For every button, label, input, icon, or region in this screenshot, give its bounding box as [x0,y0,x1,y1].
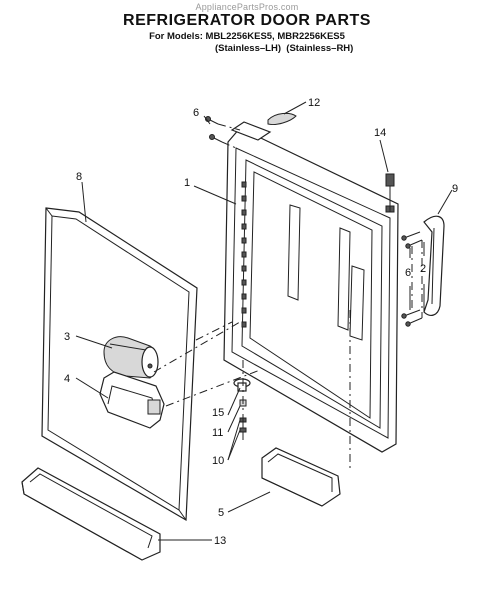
callouts: 8 1 3 4 6 12 14 9 6 2 15 11 10 5 13 [64,97,458,547]
watermark-text: AppliancePartsPros.com [195,2,299,12]
diagram-title: REFRIGERATOR DOOR PARTS [123,12,371,29]
top-screws[interactable] [205,116,223,143]
callout-12: 12 [308,97,320,109]
assembly-lines [153,123,423,470]
lower-door-bin[interactable] [21,467,161,561]
callout-11: 11 [212,427,223,439]
callout-15: 15 [212,407,224,419]
door-handle[interactable] [423,215,445,316]
callout-6-right: 6 [405,267,411,279]
callout-6-top: 6 [193,107,199,119]
dispenser-bracket[interactable] [99,371,165,429]
callout-4: 4 [64,373,70,385]
model-variants: (Stainless–LH) (Stainless–RH) [215,43,353,54]
callout-9: 9 [452,183,458,195]
hinge-cover[interactable] [267,112,297,125]
callout-5: 5 [218,507,224,519]
variant-lh: (Stainless–LH) [215,43,281,54]
variant-rh: (Stainless–RH) [286,43,354,54]
control-housing[interactable] [103,336,159,379]
callout-13: 13 [214,535,226,547]
door-shelf-bin[interactable] [261,447,341,507]
callout-8: 8 [76,171,82,183]
leader-lines [75,101,453,541]
callout-14: 14 [374,127,386,139]
callout-10: 10 [212,455,224,467]
handle-screws[interactable] [401,231,423,327]
callout-2: 2 [420,263,426,275]
callout-3: 3 [64,331,70,343]
model-list: For Models: MBL2256KES5, MBR2256KES5 [149,31,345,42]
shelf-studs [241,181,247,328]
door-liner-frame[interactable] [223,121,399,453]
callout-1: 1 [184,177,190,189]
